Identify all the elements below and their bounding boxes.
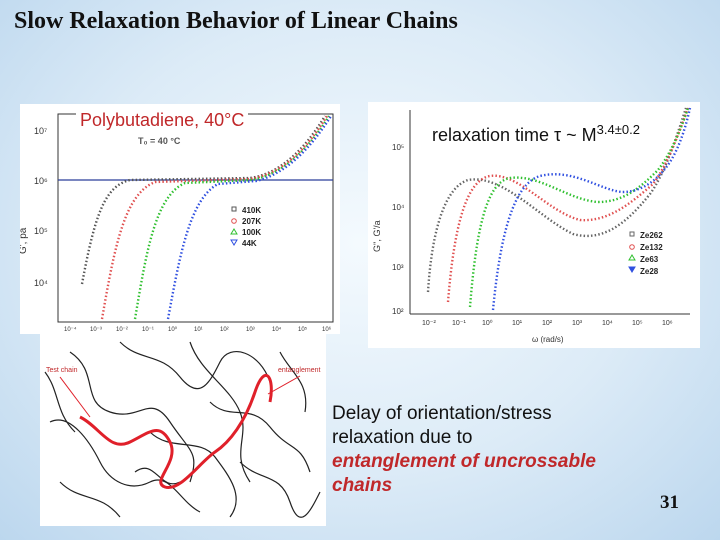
curve-410k	[80, 115, 327, 285]
curve-100k	[133, 115, 331, 320]
right-legend: Ze262 Ze132 Ze63 Ze28	[628, 231, 663, 276]
left-ylabel: G', pa	[20, 227, 29, 254]
caption-text: relaxation time τ ~ M	[432, 125, 597, 145]
right-ytick: 10⁵	[392, 143, 404, 152]
legend-triangle-marker	[628, 254, 636, 261]
legend-square-marker	[629, 231, 635, 237]
label-test-chain: Test chain	[46, 367, 78, 374]
left-xticks: 10⁻⁴ 10⁻³ 10⁻² 10⁻¹ 10⁰ 10¹ 10² 10³ 10⁴ …	[64, 326, 332, 333]
description-emphasis: chains	[332, 475, 393, 496]
legend-inverted-triangle-marker	[230, 239, 238, 246]
right-xtick: 10⁵	[632, 320, 643, 327]
left-ytick: 10⁷	[34, 126, 47, 136]
left-xtick: 10⁰	[168, 326, 178, 333]
left-storage-modulus-chart: 10⁷ 10⁶ 10⁵ 10⁴ G', pa T₀ = 40 °C 10⁻⁴ 1…	[20, 104, 340, 334]
legend-inverted-triangle-marker	[628, 266, 636, 273]
test-chain	[79, 374, 273, 489]
right-chart-caption: relaxation time τ ~ M3.4±0.2	[432, 122, 640, 146]
curve-ze28	[491, 107, 692, 311]
right-xtick: 10⁻¹	[452, 320, 466, 327]
right-xtick: 10³	[572, 320, 583, 327]
slide-title: Slow Relaxation Behavior of Linear Chain…	[14, 8, 458, 34]
legend-label: Ze28	[640, 267, 659, 276]
legend-label: 207K	[242, 217, 261, 226]
entanglement-diagram: Test chain entanglement	[40, 332, 326, 526]
right-ytick: 10⁴	[392, 203, 405, 212]
legend-circle-marker	[231, 218, 237, 224]
curve-207k	[100, 115, 329, 320]
description-emphasis: entanglement of uncrossable	[332, 451, 596, 472]
legend-label: Ze132	[640, 243, 663, 252]
right-xtick: 10⁰	[482, 319, 493, 327]
right-xtick: 10¹	[512, 320, 523, 327]
description-line: Delay of orientation/stress	[332, 403, 552, 424]
right-xtick: 10⁴	[602, 320, 613, 327]
legend-square-marker	[231, 206, 237, 212]
label-entanglement: entanglement	[278, 367, 320, 374]
description-text: Delay of orientation/stress relaxation d…	[332, 402, 662, 498]
right-xlabel: ω (rad/s)	[532, 335, 564, 344]
caption-exponent: 3.4±0.2	[596, 122, 640, 137]
left-xtick: 10⁻²	[116, 327, 128, 333]
right-xtick: 10²	[542, 320, 553, 327]
right-xticks: 10⁻² 10⁻¹ 10⁰ 10¹ 10² 10³ 10⁴ 10⁵ 10⁶	[422, 319, 673, 327]
legend-circle-marker	[629, 244, 635, 250]
description-line: relaxation due to	[332, 427, 473, 448]
left-xtick: 10⁻³	[90, 327, 102, 333]
left-xtick: 10⁻¹	[142, 327, 154, 333]
left-xtick: 10⁶	[322, 326, 332, 333]
right-ytick: 10³	[392, 263, 404, 272]
curve-44k	[166, 115, 333, 320]
left-legend: 410K 207K 100K 44K	[230, 206, 261, 248]
legend-label: Ze262	[640, 231, 663, 240]
left-xtick: 10⁵	[298, 326, 308, 333]
entanglement-arrow	[267, 375, 301, 395]
legend-label: Ze63	[640, 255, 659, 264]
right-loss-modulus-chart: 10⁵ 10⁴ 10³ 10² G'', G'/a 10⁻² 10⁻¹ 10⁰ …	[368, 102, 700, 348]
right-xtick: 10⁻²	[422, 320, 436, 327]
legend-triangle-marker	[230, 228, 238, 235]
left-ytick: 10⁶	[34, 176, 48, 186]
right-ytick: 10²	[392, 307, 404, 316]
left-xtick: 10¹	[194, 327, 203, 333]
curve-ze262	[426, 107, 688, 293]
legend-label: 410K	[242, 206, 261, 215]
left-ytick: 10⁴	[34, 278, 48, 288]
left-xtick: 10³	[246, 327, 255, 333]
legend-label: 100K	[242, 228, 261, 237]
left-xtick: 10⁴	[272, 326, 282, 333]
curve-ze63	[468, 107, 690, 308]
page-number: 31	[660, 492, 679, 513]
left-xtick: 10⁻⁴	[64, 326, 77, 333]
right-ylabel: G'', G'/a	[372, 220, 382, 252]
left-ytick: 10⁵	[34, 226, 48, 236]
left-xtick: 10²	[220, 327, 229, 333]
left-subtitle: T₀ = 40 °C	[138, 136, 181, 146]
legend-label: 44K	[242, 239, 257, 248]
left-chart-caption: Polybutadiene, 40°C	[76, 110, 249, 131]
test-chain-arrow	[59, 376, 91, 418]
right-xtick: 10⁶	[662, 320, 673, 327]
